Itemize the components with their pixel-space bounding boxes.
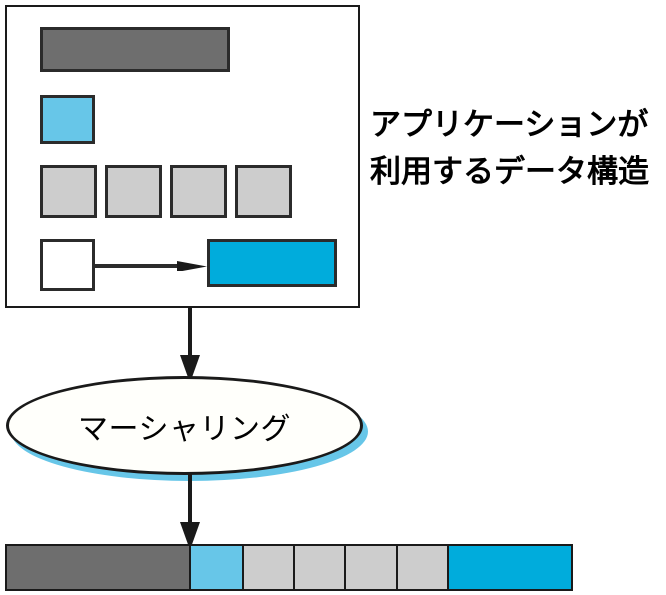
stream-segment-light-blue bbox=[190, 544, 243, 591]
stream-segment-header bbox=[5, 544, 190, 591]
caption-line-2: 利用するデータ構造 bbox=[370, 154, 649, 190]
header-block bbox=[40, 27, 230, 72]
gray-block-1 bbox=[40, 165, 97, 218]
caption-line-1: アプリケーションが bbox=[370, 107, 649, 143]
gray-block-3 bbox=[170, 165, 227, 218]
serialized-byte-stream bbox=[5, 544, 573, 591]
stream-segment-bright-blue bbox=[448, 544, 573, 591]
gray-block-2 bbox=[105, 165, 162, 218]
stream-segment-gray-2 bbox=[294, 544, 345, 591]
marshalling-node-body: マーシャリング bbox=[6, 376, 363, 475]
caption-text: アプリケーションが 利用するデータ構造 bbox=[370, 102, 666, 196]
pointer-block bbox=[40, 239, 95, 291]
marshalling-label: マーシャリング bbox=[78, 411, 291, 447]
light-blue-block bbox=[40, 95, 95, 144]
flow-arrow-bottom-icon bbox=[180, 472, 200, 550]
stream-segment-gray-1 bbox=[243, 544, 294, 591]
flow-arrow-top-icon bbox=[180, 307, 200, 383]
pointer-target-block bbox=[207, 239, 337, 287]
stream-segment-gray-4 bbox=[397, 544, 448, 591]
stream-segment-gray-3 bbox=[345, 544, 397, 591]
gray-block-4 bbox=[235, 165, 292, 218]
application-data-structure-container bbox=[5, 5, 360, 308]
pointer-arrow-icon bbox=[95, 261, 207, 271]
marshalling-node: マーシャリング bbox=[6, 376, 372, 484]
